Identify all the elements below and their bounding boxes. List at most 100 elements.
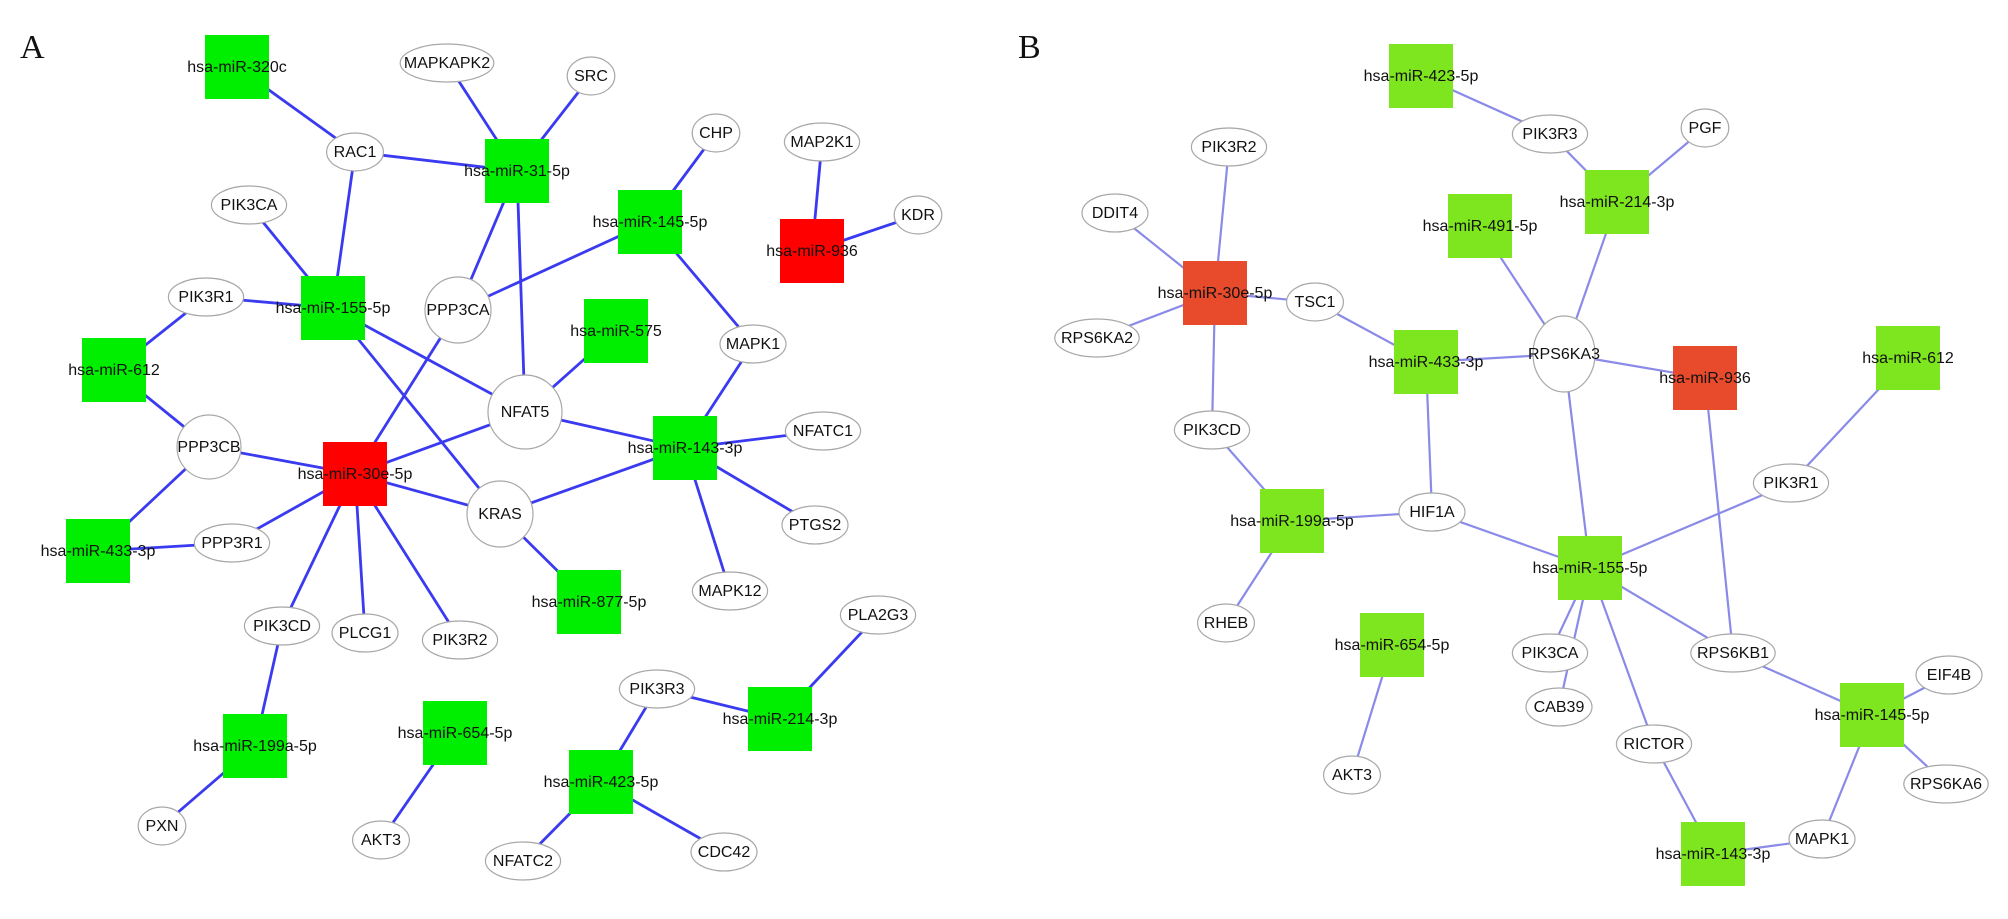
mirna-node-hsa-mir-214-3p: hsa-miR-214-3p bbox=[723, 687, 838, 751]
gene-ellipse bbox=[176, 414, 242, 480]
mirna-node-hsa-mir-654-5p: hsa-miR-654-5p bbox=[1335, 613, 1449, 677]
gene-ellipse bbox=[1196, 603, 1255, 643]
mirna-square bbox=[1585, 170, 1649, 234]
gene-ellipse bbox=[167, 277, 245, 317]
gene-ellipse bbox=[1285, 282, 1344, 322]
gene-ellipse bbox=[466, 480, 534, 548]
gene-ellipse bbox=[781, 505, 849, 545]
node-label: RPS6KA6 bbox=[1910, 776, 1982, 793]
mirna-square bbox=[780, 219, 844, 283]
node-label: hsa-miR-214-3p bbox=[723, 711, 838, 728]
mirna-square bbox=[1876, 326, 1940, 390]
gene-node-ppp3cb: PPP3CB bbox=[176, 414, 242, 480]
node-label: PIK3R2 bbox=[432, 632, 487, 649]
node-label: NFAT5 bbox=[501, 404, 550, 421]
gene-ellipse bbox=[399, 43, 495, 83]
edge bbox=[331, 307, 502, 515]
gene-ellipse bbox=[618, 669, 696, 709]
gene-node-mapk1: MAPK1 bbox=[719, 324, 787, 364]
gene-node-rac1: RAC1 bbox=[326, 132, 385, 172]
gene-ellipse bbox=[331, 613, 399, 653]
gene-ellipse bbox=[210, 185, 288, 225]
gene-ellipse bbox=[421, 620, 499, 660]
gene-node-cdc42: CDC42 bbox=[690, 832, 758, 872]
mirna-node-hsa-mir-320c: hsa-miR-320c bbox=[187, 35, 287, 99]
node-label: PLCG1 bbox=[339, 625, 392, 642]
node-label: hsa-miR-433-3p bbox=[41, 543, 156, 560]
node-label: CHP bbox=[699, 125, 733, 142]
gene-ellipse bbox=[243, 606, 321, 646]
node-label: KRAS bbox=[478, 506, 522, 523]
gene-node-plcg1: PLCG1 bbox=[331, 613, 399, 653]
node-label: hsa-miR-936 bbox=[1659, 370, 1751, 387]
edge bbox=[1589, 481, 1792, 570]
mirna-square bbox=[82, 338, 146, 402]
gene-ellipse bbox=[784, 411, 862, 451]
gene-node-pik3cd: PIK3CD bbox=[243, 606, 321, 646]
node-label: hsa-miR-30e-5p bbox=[1158, 285, 1273, 302]
gene-node-hif1a: HIF1A bbox=[1398, 492, 1466, 532]
mirna-square bbox=[1840, 683, 1904, 747]
mirna-node-hsa-mir-936: hsa-miR-936 bbox=[1659, 346, 1751, 410]
node-label: MAP2K1 bbox=[790, 134, 853, 151]
mirna-node-hsa-mir-423-5p: hsa-miR-423-5p bbox=[544, 750, 658, 814]
gene-node-pik3r3: PIK3R3 bbox=[1511, 114, 1589, 154]
gene-ellipse bbox=[1081, 193, 1149, 233]
gene-node-rps6ka2: RPS6KA2 bbox=[1054, 318, 1140, 358]
mirna-node-hsa-mir-199a-5p: hsa-miR-199a-5p bbox=[1230, 489, 1354, 553]
node-label: PPP3CA bbox=[426, 302, 489, 319]
gene-node-nfatc1: NFATC1 bbox=[784, 411, 862, 451]
mirna-square bbox=[653, 416, 717, 480]
node-label: PIK3R1 bbox=[178, 289, 233, 306]
node-label: NFATC2 bbox=[493, 853, 553, 870]
gene-ellipse bbox=[137, 806, 187, 846]
node-label: RAC1 bbox=[334, 144, 377, 161]
node-label: CAB39 bbox=[1534, 699, 1585, 716]
gene-node-pik3r3: PIK3R3 bbox=[618, 669, 696, 709]
panel-label-a: A bbox=[20, 29, 45, 66]
gene-node-rheb: RHEB bbox=[1196, 603, 1255, 643]
edge-layer-b bbox=[1096, 74, 1950, 856]
node-label: PIK3R2 bbox=[1201, 139, 1256, 156]
gene-node-chp: CHP bbox=[691, 113, 741, 153]
node-label: MAPK1 bbox=[1795, 831, 1849, 848]
mirna-square bbox=[423, 701, 487, 765]
mirna-square bbox=[1558, 536, 1622, 600]
node-label: KDR bbox=[901, 207, 935, 224]
gene-node-rps6ka3: RPS6KA3 bbox=[1528, 315, 1600, 393]
gene-node-kdr: KDR bbox=[893, 195, 943, 235]
mirna-node-hsa-mir-214-3p: hsa-miR-214-3p bbox=[1560, 170, 1674, 234]
gene-node-pgf: PGF bbox=[1680, 108, 1730, 148]
node-label: RPS6KA2 bbox=[1061, 330, 1133, 347]
gene-node-ppp3r1: PPP3R1 bbox=[193, 523, 271, 563]
gene-node-ppp3ca: PPP3CA bbox=[424, 276, 492, 344]
node-label: DDIT4 bbox=[1092, 205, 1138, 222]
node-label: RPS6KB1 bbox=[1697, 645, 1769, 662]
node-label: PPP3CB bbox=[177, 439, 240, 456]
node-label: PPP3R1 bbox=[201, 535, 262, 552]
gene-ellipse bbox=[1680, 108, 1730, 148]
node-label: PGF bbox=[1689, 120, 1722, 137]
gene-ellipse bbox=[839, 595, 917, 635]
mirna-node-hsa-mir-612: hsa-miR-612 bbox=[68, 338, 160, 402]
node-label: PIK3R3 bbox=[629, 681, 684, 698]
gene-node-ddit4: DDIT4 bbox=[1081, 193, 1149, 233]
gene-node-src: SRC bbox=[566, 56, 616, 96]
gene-ellipse bbox=[487, 374, 563, 450]
panel-label-b: B bbox=[1018, 29, 1041, 66]
gene-ellipse bbox=[1054, 318, 1140, 358]
mirna-node-hsa-mir-575: hsa-miR-575 bbox=[570, 299, 662, 363]
edge bbox=[515, 170, 527, 413]
gene-ellipse bbox=[1322, 755, 1381, 795]
gene-node-pik3cd: PIK3CD bbox=[1173, 410, 1251, 450]
node-label: EIF4B bbox=[1927, 667, 1971, 684]
gene-ellipse bbox=[893, 195, 943, 235]
node-label: hsa-miR-143-3p bbox=[628, 440, 743, 457]
mirna-node-hsa-mir-423-5p: hsa-miR-423-5p bbox=[1364, 44, 1478, 108]
mirna-square bbox=[323, 442, 387, 506]
